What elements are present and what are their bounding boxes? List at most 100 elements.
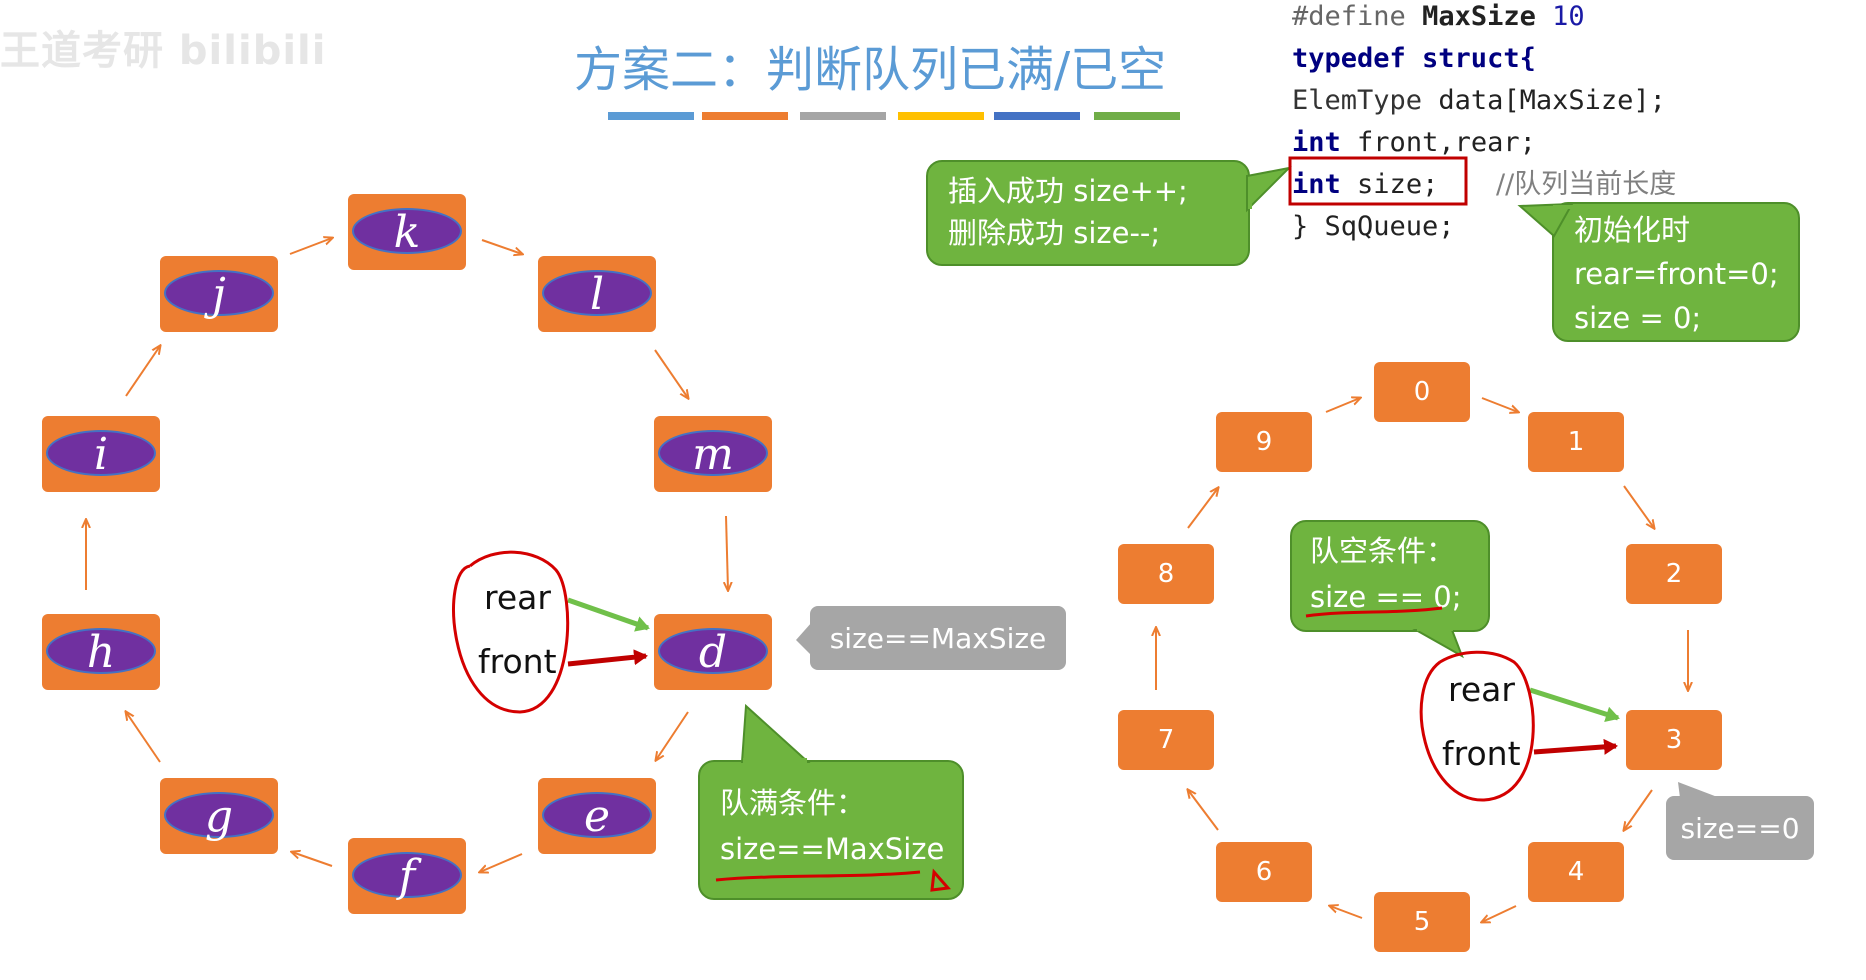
empty-pointer-circle — [1419, 650, 1535, 802]
ops-bubble-tail — [1246, 166, 1293, 213]
full-rear-label: rear — [484, 578, 551, 617]
node-ellipse — [164, 792, 274, 838]
ring-arrow — [1482, 905, 1517, 922]
code-line-4: int front,rear; — [1292, 127, 1536, 158]
full-box-tail — [796, 622, 812, 656]
node-ellipse — [352, 208, 462, 254]
node-label: e — [583, 790, 611, 842]
stripe-1 — [608, 112, 694, 120]
node-label: l — [589, 268, 605, 320]
ops-bubble-tail-cover — [1248, 177, 1252, 209]
full-node: k — [348, 194, 466, 270]
ring-arrow — [289, 238, 332, 255]
ring-arrow — [125, 346, 160, 397]
size-highlight-box — [1288, 156, 1468, 206]
empty-node: 8 — [1118, 544, 1214, 604]
node-ellipse — [542, 270, 652, 316]
ring-arrow — [656, 711, 689, 760]
full-rear-arrow — [567, 597, 650, 632]
init-bubble-text: 初始化时 rear=front=0; size = 0; — [1574, 213, 1779, 335]
empty-condition-text: 队空条件： size == 0; — [1310, 534, 1462, 614]
empty-node: 7 — [1118, 710, 1214, 770]
ring-arrow — [480, 853, 523, 872]
init-bubble-tail-cover — [1553, 205, 1573, 209]
code-line-2: typedef struct{ — [1292, 43, 1536, 74]
empty-condition-underline — [1305, 606, 1443, 618]
empty-node: 9 — [1216, 412, 1312, 472]
full-node: i — [42, 416, 160, 492]
node-ellipse — [352, 852, 462, 898]
empty-ring-arrows — [1156, 398, 1688, 922]
node-ellipse — [46, 628, 156, 674]
ops-bubble: 插入成功 size++; 删除成功 size--; — [926, 160, 1250, 266]
empty-bubble-tail-cover — [1417, 626, 1453, 631]
watermark: 王道考研 bilibili — [0, 28, 327, 74]
full-node: h — [42, 614, 160, 690]
stripe-2 — [702, 112, 788, 120]
empty-node: 6 — [1216, 842, 1312, 902]
full-node: l — [538, 256, 656, 332]
full-condition-underline — [715, 870, 921, 882]
stripe-3 — [800, 112, 886, 120]
ring-arrow — [654, 349, 688, 398]
empty-node: 1 — [1528, 412, 1624, 472]
empty-front-label: front — [1442, 734, 1521, 773]
code-line-3: ElemType data[MaxSize]; — [1292, 85, 1666, 116]
empty-condition-box: size==0 — [1666, 796, 1814, 860]
node-ellipse — [542, 792, 652, 838]
empty-front-arrow — [1533, 738, 1618, 755]
full-node: j — [160, 256, 278, 332]
node-label: j — [212, 268, 226, 320]
full-node: f — [348, 838, 466, 914]
full-ring-arrows — [86, 238, 728, 872]
code-line-1: #define MaxSize 10 — [1292, 1, 1585, 32]
empty-node: 2 — [1626, 544, 1722, 604]
ring-arrow — [1187, 488, 1218, 529]
full-node: m — [654, 416, 772, 492]
full-front-arrow — [567, 649, 648, 667]
empty-node: 3 — [1626, 710, 1722, 770]
node-label: g — [204, 790, 234, 842]
stripe-6 — [1094, 112, 1180, 120]
ring-arrow — [1330, 906, 1363, 919]
node-label: k — [393, 206, 421, 258]
empty-bubble-tail — [1412, 629, 1464, 659]
empty-node: 0 — [1374, 362, 1470, 422]
code-line-5: int size; — [1292, 169, 1439, 200]
node-ellipse — [46, 430, 156, 476]
slide-title: 方案二：判断队列已满/已空 — [574, 42, 1167, 98]
node-ellipse — [658, 628, 768, 674]
ring-arrow — [1624, 789, 1653, 830]
empty-box-tail — [1678, 782, 1720, 798]
full-pointer-circle — [452, 550, 570, 714]
full-bubble-tail — [740, 703, 811, 763]
full-bubble-tail-cover — [743, 758, 807, 763]
full-node: d — [654, 614, 772, 690]
empty-rear-arrow — [1529, 687, 1620, 722]
node-label: i — [93, 428, 109, 480]
node-label: f — [398, 850, 416, 902]
ring-arrow — [292, 852, 333, 867]
ops-bubble-text: 插入成功 size++; 删除成功 size--; — [948, 174, 1188, 250]
ring-arrow — [1623, 485, 1654, 528]
node-label: m — [692, 428, 734, 480]
node-ellipse — [658, 430, 768, 476]
ring-arrow — [1188, 790, 1219, 831]
empty-node: 5 — [1374, 892, 1470, 952]
ring-arrow — [1325, 398, 1360, 413]
full-condition-mark — [930, 868, 951, 892]
init-bubble-tail — [1517, 202, 1574, 238]
ring-arrow — [726, 515, 728, 590]
ring-arrow — [126, 712, 161, 763]
node-label: d — [698, 626, 728, 678]
full-condition-bubble: 队满条件： size==MaxSize — [698, 760, 964, 900]
code-line-6: } SqQueue; — [1292, 211, 1455, 242]
stripe-5 — [994, 112, 1080, 120]
init-bubble: 初始化时 rear=front=0; size = 0; — [1552, 202, 1800, 342]
empty-rear-label: rear — [1448, 670, 1515, 709]
full-node: g — [160, 778, 278, 854]
full-condition-text: 队满条件： size==MaxSize — [720, 786, 945, 866]
ring-arrow — [1481, 397, 1518, 412]
node-ellipse — [164, 270, 274, 316]
